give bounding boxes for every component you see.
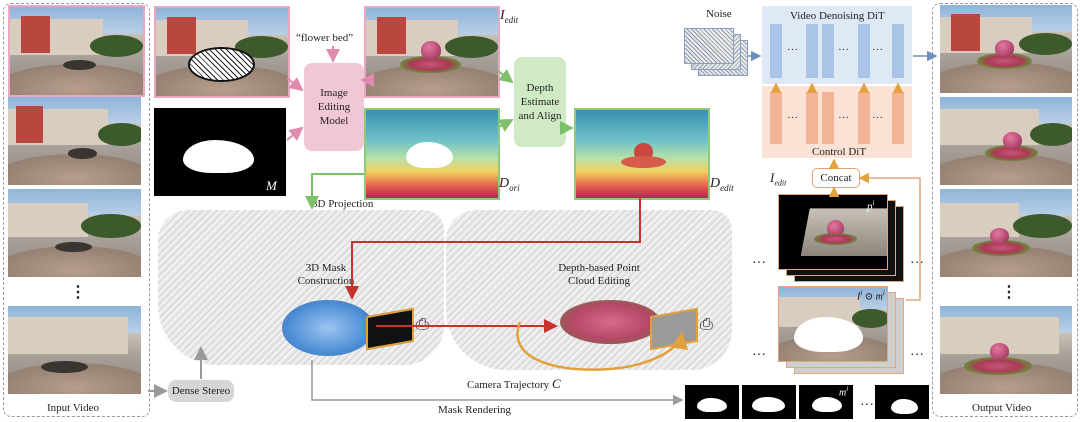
input-frame-3	[8, 189, 141, 277]
p-i-label: pi	[867, 199, 875, 213]
mask-strip-3: mi	[798, 384, 854, 420]
input-video-label: Input Video	[47, 402, 99, 414]
image-editing-model-label: Image Editing Model	[317, 87, 351, 127]
masked-frame: Ii ⊙ mi	[778, 286, 888, 362]
mask-m-label: M	[266, 178, 277, 193]
arrow-dedit-to-editing	[345, 197, 641, 300]
camera-trajectory-label: Camera Trajectory C	[467, 376, 561, 391]
ctrl-dots-1: ···	[787, 112, 798, 124]
dit-block-2	[806, 24, 818, 78]
output-video-label: Output Video	[972, 402, 1032, 414]
arrow-masked-to-concat	[858, 172, 921, 301]
depth-estimate-box: Depth Estimate and Align	[514, 57, 566, 147]
arrow-3d-projection	[305, 173, 364, 210]
output-frame-4	[940, 306, 1072, 394]
noise-frame-1	[684, 28, 734, 64]
input-frame-4	[8, 306, 141, 394]
control-dit-label: Control DiT	[812, 146, 867, 158]
dense-stereo-label: Dense Stereo	[171, 385, 231, 397]
projection-label: 3D Projection	[312, 198, 374, 210]
mask-strip-2	[741, 384, 797, 420]
output-frame-1	[940, 5, 1072, 93]
camera-icon-2: ⎙	[700, 316, 713, 333]
input-video-panel	[3, 3, 150, 417]
pc-dots-left: …	[752, 252, 766, 267]
ctrl-block-5	[892, 92, 904, 144]
output-frame-3	[940, 189, 1072, 277]
video-denoising-dit-label: Video Denoising DiT	[790, 10, 885, 22]
mask-rendering-label: Mask Rendering	[438, 404, 512, 416]
d-ori-label: Dori	[499, 176, 520, 193]
masked-dots-right: …	[910, 344, 924, 359]
input-dots: ⋮	[70, 284, 86, 301]
dit-dots-3: ···	[872, 44, 883, 56]
prompt-text: “flower bed”	[296, 32, 354, 44]
ctrl-block-3	[822, 92, 834, 144]
noise-label: Noise	[706, 8, 732, 20]
input-frame-2	[8, 97, 141, 185]
ctrl-block-4	[858, 92, 870, 144]
control-dit-box	[762, 86, 912, 158]
pc-render-frame: pi	[778, 194, 888, 270]
output-dots: ⋮	[1001, 284, 1017, 301]
masked-label: Ii ⊙ mi	[857, 289, 885, 303]
mask-strip-dots: …	[860, 394, 874, 409]
depth-estimate-label: Depth Estimate and Align	[518, 82, 562, 122]
concat-label: Concat	[820, 172, 852, 184]
arrow-mask-to-model	[286, 126, 304, 141]
mask-strip-1	[684, 384, 740, 420]
ctrl-dots-2: ···	[838, 112, 849, 124]
d-edit-label: Dedit	[710, 176, 734, 193]
ctrl-block-2	[806, 92, 818, 144]
arrow-mask-rendering	[311, 360, 684, 406]
m-i-label: mi	[839, 385, 849, 399]
arrow-dori-to-depth	[496, 119, 514, 132]
i-edit-label: Iedit	[500, 8, 519, 25]
output-frame-2	[940, 97, 1072, 185]
ctrl-dots-3: ···	[872, 112, 883, 124]
output-video-panel	[932, 3, 1078, 417]
arrow-sketch-to-model	[286, 77, 304, 92]
mask-m-frame: M	[154, 108, 286, 196]
sketch-outline	[187, 46, 256, 83]
blue-mask-volume	[282, 300, 374, 356]
ctrl-block-1	[770, 92, 782, 144]
pc-editing-label: Depth-based Point Cloud Editing	[558, 262, 640, 287]
camera-icon-1: ⎙	[416, 316, 429, 333]
dit-block-4	[858, 24, 870, 78]
dit-dots-2: ···	[838, 44, 849, 56]
dit-block-3	[822, 24, 834, 78]
edited-flowerbed-cloud	[560, 300, 660, 344]
dense-stereo-box: Dense Stereo	[168, 380, 234, 402]
mask-strip-4	[874, 384, 930, 420]
video-denoising-dit-box	[762, 6, 912, 84]
input-frame-1	[8, 5, 145, 97]
edited-image-frame	[364, 6, 500, 98]
dit-dots-1: ···	[787, 44, 798, 56]
camera-trajectory-arc	[516, 321, 689, 371]
depth-original-frame	[364, 108, 500, 200]
i-edit-concat-label: Iedit	[770, 170, 787, 188]
mask-construction-label: 3D Mask Construction	[297, 262, 355, 287]
arrow-iedit-to-depth	[496, 69, 514, 84]
image-editing-model-box: Image Editing Model	[304, 63, 364, 151]
dit-block-5	[892, 24, 904, 78]
dit-block-1	[770, 24, 782, 78]
masked-dots-left: …	[752, 344, 766, 359]
depth-edited-frame	[574, 108, 710, 200]
source-frame-with-sketch	[154, 6, 290, 98]
